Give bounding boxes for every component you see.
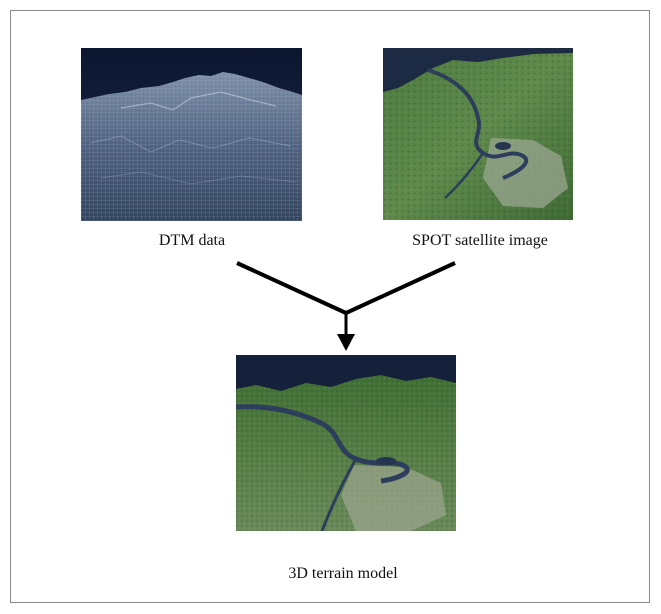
terrain-model-image	[236, 355, 456, 531]
spot-satellite-image	[383, 48, 573, 220]
terrain-model-label: 3D terrain model	[288, 565, 398, 582]
dtm-data-label: DTM data	[158, 232, 226, 249]
spot-image-label: SPOT satellite image	[412, 232, 548, 249]
dtm-wireframe-image	[81, 48, 302, 221]
